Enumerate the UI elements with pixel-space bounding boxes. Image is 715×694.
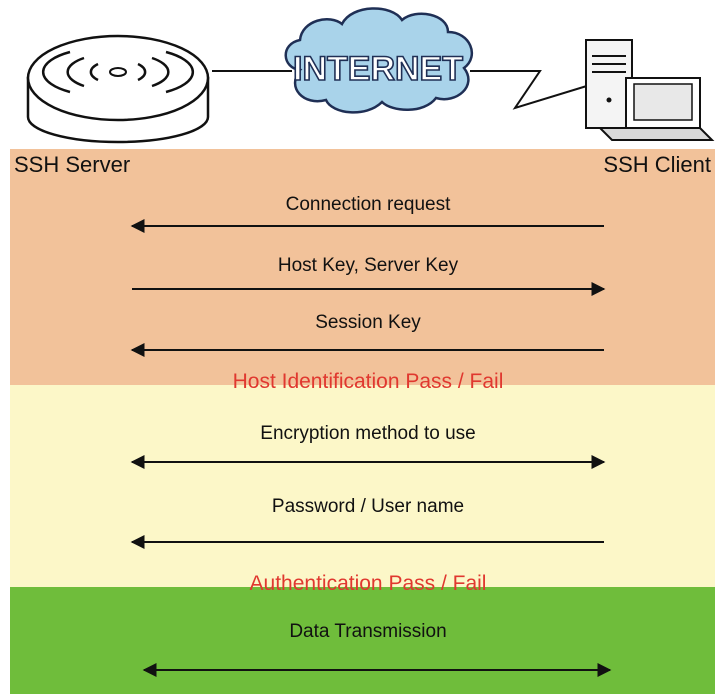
host-identification-zone [10, 149, 715, 385]
internet-label: INTERNET [293, 50, 463, 88]
router-icon [26, 34, 210, 144]
message-session-key: Session Key [315, 312, 421, 333]
message-password-username: Password / User name [271, 496, 465, 517]
network-links [212, 70, 591, 110]
ssh-client-label: SSH Client [603, 152, 711, 177]
message-arrows [130, 219, 612, 677]
authentication-zone [10, 385, 715, 587]
desktop-computer-icon [585, 39, 715, 141]
message-data-transmission: Data Transmission [289, 621, 447, 642]
cloud-icon [284, 7, 474, 114]
phase-host-identification: Host Identification Pass / Fail [232, 370, 504, 393]
message-connection-request: Connection request [285, 194, 451, 215]
message-host-key: Host Key, Server Key [277, 255, 459, 276]
ssh-server-label: SSH Server [14, 152, 131, 177]
message-encryption-method: Encryption method to use [260, 423, 476, 444]
phase-authentication: Authentication Pass / Fail [249, 572, 487, 595]
